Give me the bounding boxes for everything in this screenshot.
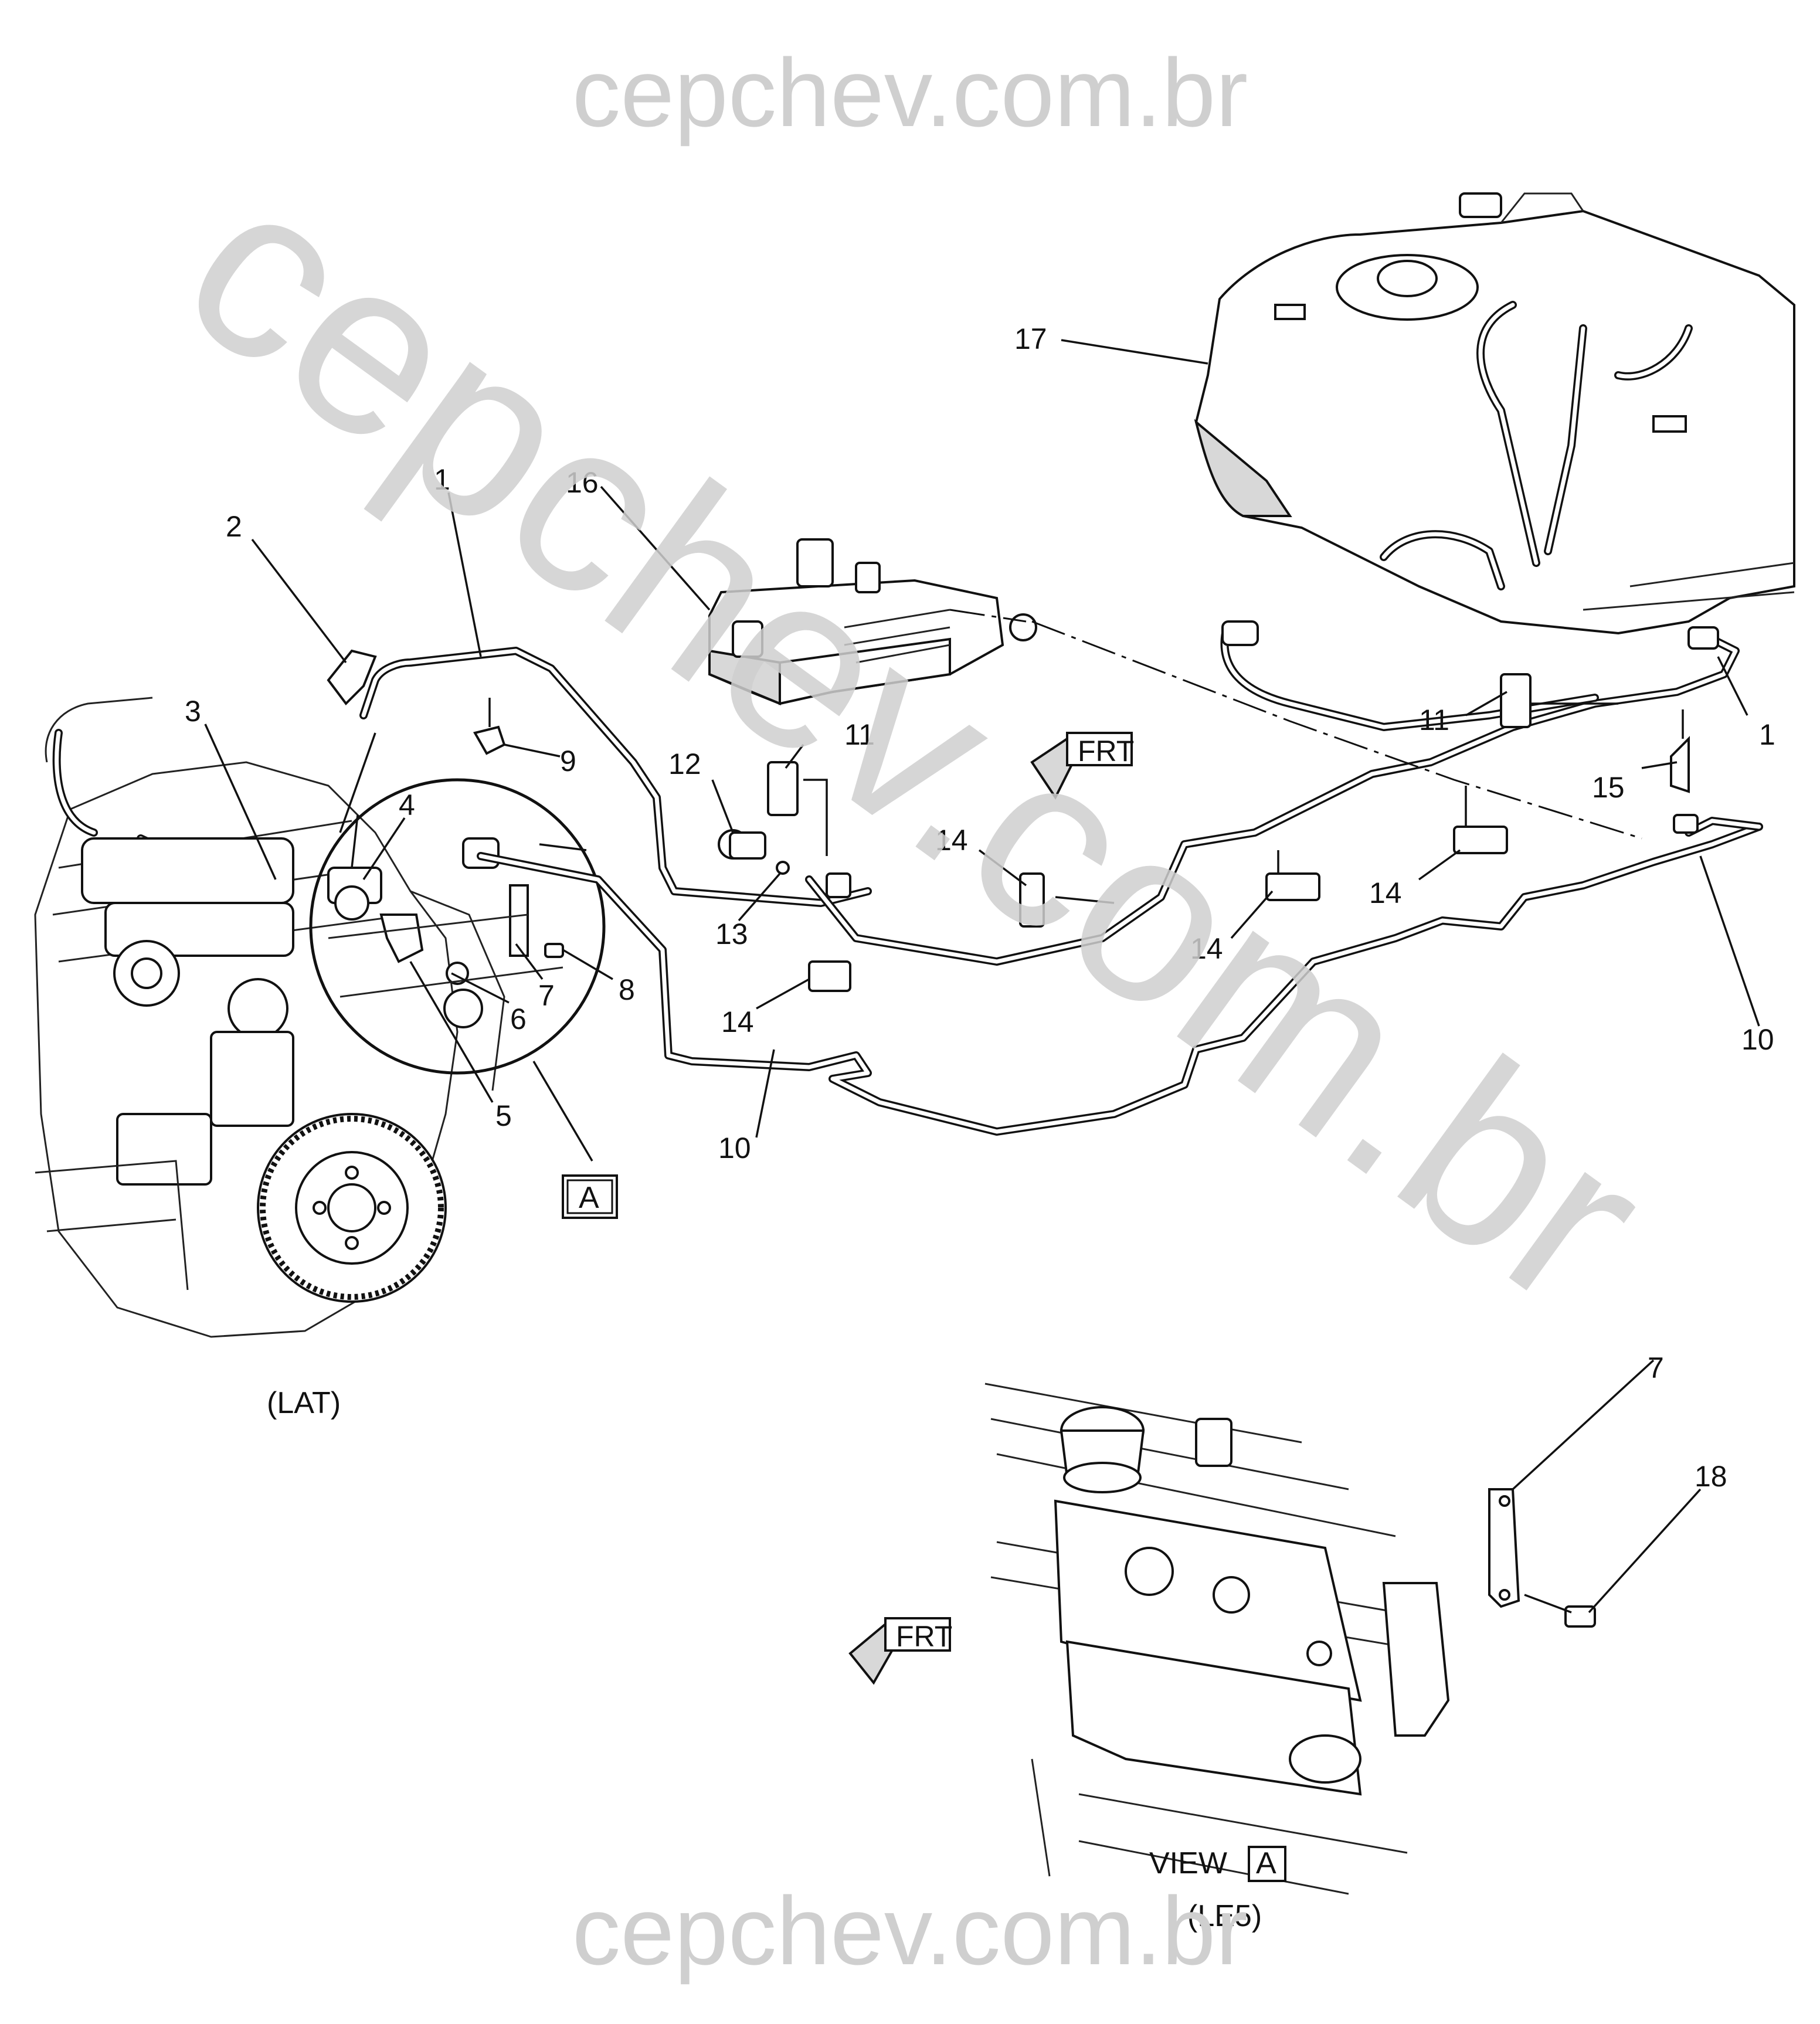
callout-11-rear: 11 [1419,704,1449,736]
callout-6: 6 [510,1003,527,1035]
le5-caption: (LE5) [1187,1899,1262,1933]
callout-16: 16 [566,466,599,499]
fuel-tank [1194,192,1795,635]
callout-9: 9 [560,745,576,777]
callout-18: 18 [1695,1460,1727,1493]
callout-numbers: 1 1 2 3 4 5 6 7 7 8 9 10 10 11 11 12 13 … [185,322,1775,1493]
detail-ref-box: A [579,1181,599,1215]
callout-2: 2 [226,510,242,543]
view-a-engine-illustration [984,1383,1596,1895]
frt-arrow-view: FRT [848,1617,952,1685]
callout-5: 5 [495,1099,512,1132]
callout-17: 17 [1014,322,1047,355]
lat-caption: (LAT) [267,1386,341,1420]
callout-4: 4 [399,789,415,821]
callout-15: 15 [1592,771,1625,804]
callout-14-d: 14 [1369,877,1402,909]
callout-7-detail: 7 [538,979,555,1012]
captions: A (LAT) VIEW A (LE5) [267,1174,1286,1933]
view-caption: VIEW [1149,1846,1227,1880]
callout-7-view: 7 [1648,1351,1664,1384]
leader-lines [204,339,1760,1614]
callout-10-rear: 10 [1741,1023,1774,1056]
callout-14-a: 14 [935,824,968,857]
callout-13: 13 [715,918,748,950]
view-ref-box: A [1256,1846,1276,1880]
callout-10-front: 10 [718,1132,751,1164]
frt-label-view: FRT [896,1620,952,1653]
frt-label-main: FRT [1078,735,1134,768]
callout-14-b: 14 [721,1006,754,1038]
callout-12: 12 [668,748,701,780]
callout-3: 3 [185,695,201,728]
fuel-lines [327,609,1763,1136]
lat-engine-illustration [34,697,505,1338]
frt-arrow-main: FRT [1030,732,1134,800]
callout-1-front: 1 [434,463,450,496]
callout-11-front: 11 [844,718,875,751]
detail-circle-a [309,778,606,1075]
watermark-top: cepchev.com.br [572,39,1248,147]
watermark-bottom: cepchev.com.br [572,1877,1248,1985]
callout-14-c: 14 [1190,932,1223,965]
callout-8: 8 [619,973,635,1006]
callout-1-rear: 1 [1759,718,1775,751]
